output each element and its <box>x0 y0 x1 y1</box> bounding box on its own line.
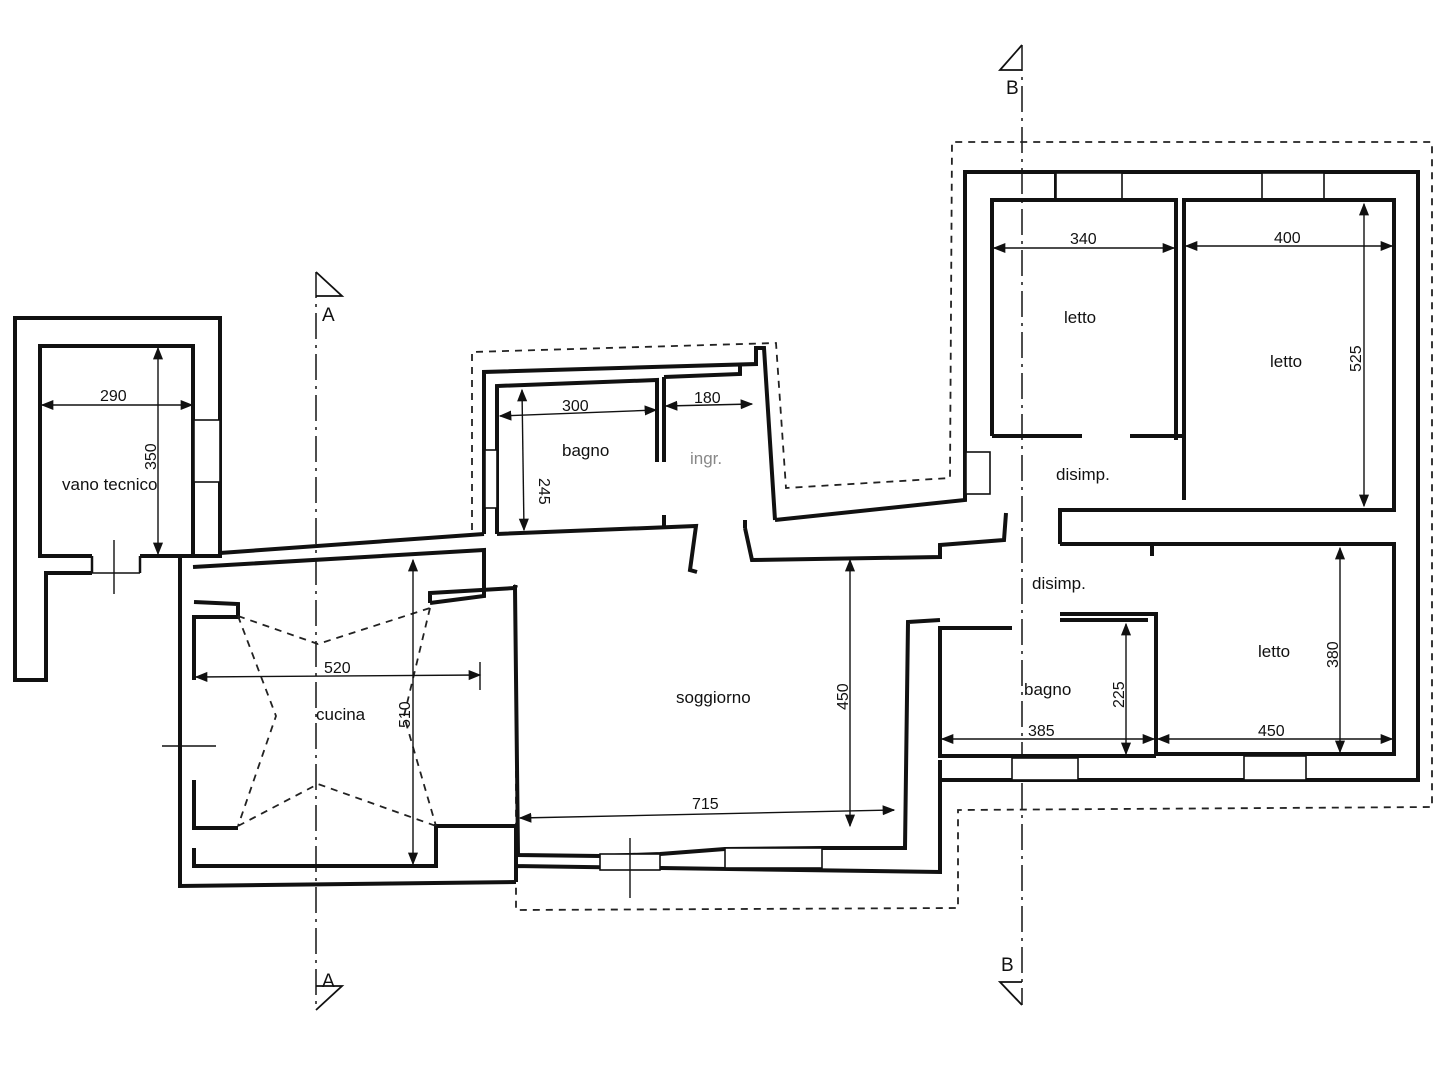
dim-soggiorno-width: 715 <box>692 796 719 813</box>
section-mark-a-top: A <box>322 305 335 326</box>
dim-bagno-2-height: 225 <box>1111 681 1128 708</box>
kitchen-vault-lines <box>237 607 437 827</box>
room-label-bagno-1: bagno <box>562 441 609 460</box>
room-label-soggiorno: soggiorno <box>676 688 751 707</box>
dim-bagno-2-width: 385 <box>1028 723 1055 740</box>
room-label-letto-3: letto <box>1258 642 1290 661</box>
section-mark-a-bottom: A <box>322 971 335 992</box>
dimension-lines <box>40 202 1394 866</box>
dim-bagno-1-height: 245 <box>535 478 552 505</box>
room-label-letto-1: letto <box>1064 308 1096 327</box>
dim-soggiorno-height: 450 <box>835 683 852 710</box>
dim-letto-2-height: 525 <box>1348 345 1365 372</box>
dim-vano-tecnico-width: 290 <box>100 388 127 405</box>
room-label-bagno-2: bagno <box>1024 680 1071 699</box>
dim-cucina-width: 520 <box>324 660 351 677</box>
dim-letto-3-height: 380 <box>1325 641 1342 668</box>
dim-letto-2-width: 400 <box>1274 230 1301 247</box>
dim-letto-1-width: 340 <box>1070 231 1097 248</box>
room-label-cucina: cucina <box>316 705 366 724</box>
dim-vano-tecnico-height: 350 <box>143 443 160 470</box>
section-axis-b <box>997 44 1023 1006</box>
dim-bagno-1-width: 300 <box>562 398 589 415</box>
room-label-disimpegno-2: disimp. <box>1032 574 1086 593</box>
main-walls <box>178 170 1420 889</box>
dashed-outline <box>471 141 1433 911</box>
crossing-marks <box>162 716 631 898</box>
room-label-ingresso: ingr. <box>690 449 722 468</box>
room-label-vano-tecnico: vano tecnico <box>62 475 157 494</box>
dim-cucina-height: 510 <box>397 701 414 728</box>
section-mark-b-top: B <box>1006 78 1019 99</box>
vano-tecnico-walls <box>13 316 222 682</box>
dim-letto-3-width: 450 <box>1258 723 1285 740</box>
dim-ingresso-width: 180 <box>694 390 721 407</box>
section-mark-b-bottom: B <box>1001 955 1014 976</box>
room-label-disimpegno-1: disimp. <box>1056 465 1110 484</box>
room-label-letto-2: letto <box>1270 352 1302 371</box>
section-axis-a <box>315 271 345 1011</box>
